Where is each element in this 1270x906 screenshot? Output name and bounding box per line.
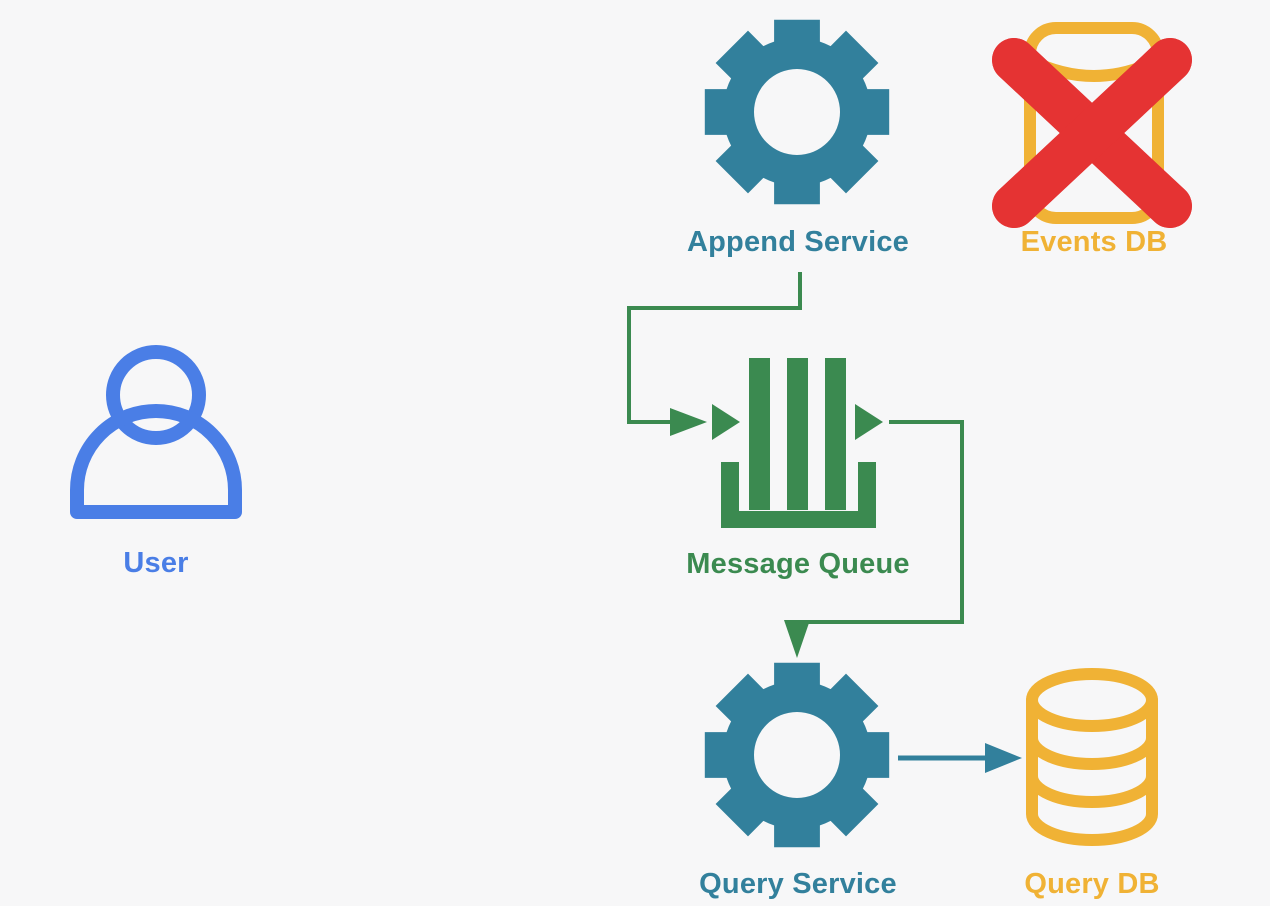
message-queue-label: Message Queue [686,548,910,580]
edge-queue-to-query-service [784,420,964,658]
arrowhead [784,620,810,658]
query-service-gear-icon [704,662,890,848]
arrowhead [985,743,1022,773]
query-db-database-icon [1026,668,1158,846]
edge-query-service-to-query-db [898,743,1022,773]
events-db-label: Events DB [1020,226,1168,258]
user-icon [70,345,242,519]
message-queue-icon [712,358,883,528]
edge-append-to-queue [627,272,802,436]
arrowhead [670,408,707,436]
query-service-label: Query Service [699,868,897,900]
query-db-label: Query DB [1024,868,1160,900]
append-service-gear-icon [704,19,890,205]
user-label: User [123,547,189,579]
append-service-label: Append Service [687,226,909,258]
